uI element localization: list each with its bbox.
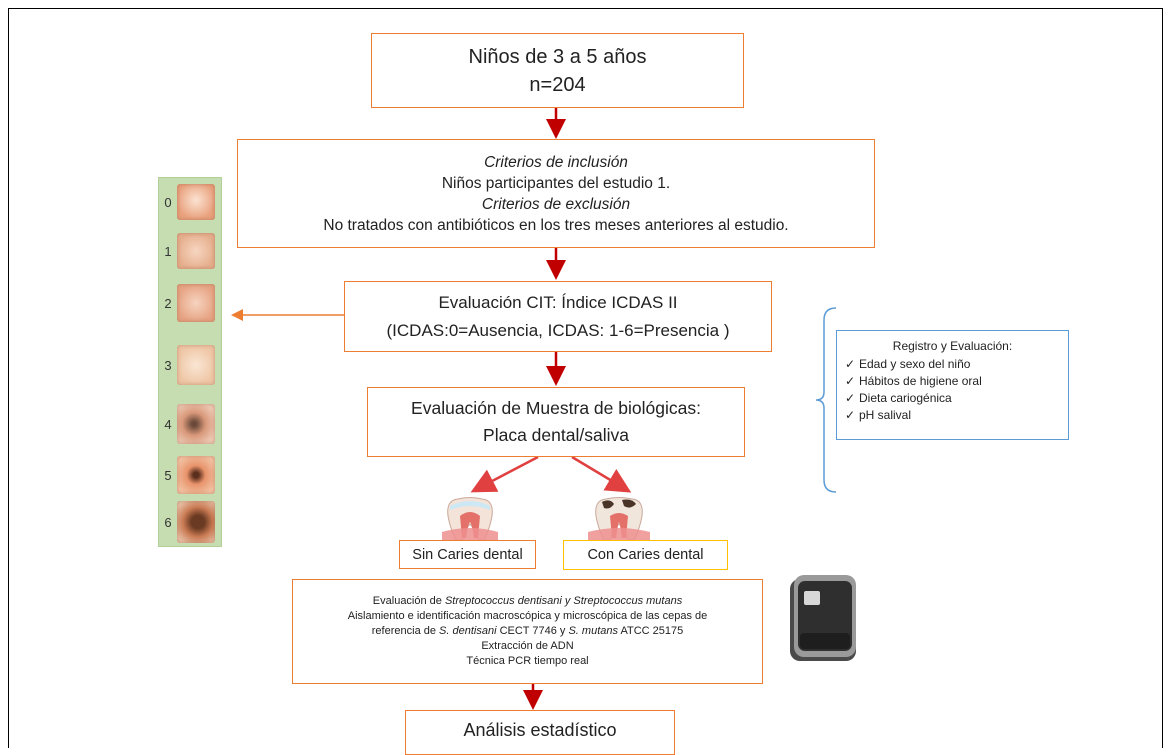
icdas-code-row: 5: [159, 454, 223, 496]
registro-box: Registro y Evaluación: ✓Edad y sexo del …: [836, 330, 1069, 440]
exclusion-text: No tratados con antibióticos en los tres…: [323, 216, 789, 234]
icdas-legend: (ICDAS:0=Ausencia, ICDAS: 1-6=Presencia …: [386, 320, 730, 340]
with-caries-label: Con Caries dental: [587, 547, 704, 563]
stats-label: Análisis estadístico: [463, 720, 617, 740]
icdas-code: 5: [164, 467, 172, 483]
icdas-code-row: 0: [159, 182, 223, 222]
tooth-photo-4: [177, 404, 215, 444]
with-caries-box: Con Caries dental: [563, 540, 728, 570]
criteria-box: Criterios de inclusión Niños participant…: [237, 139, 875, 248]
icdas-title: Evaluación CIT: Índice ICDAS II: [438, 292, 678, 312]
lab-line-5: Técnica PCR tiempo real: [466, 655, 589, 667]
check-icon: ✓: [845, 374, 856, 388]
check-icon: ✓: [845, 357, 856, 371]
lab-line-3-b: CECT 7746 y: [496, 625, 569, 637]
icdas-code: 2: [164, 295, 172, 311]
registro-item-label: Hábitos de higiene oral: [859, 374, 982, 388]
no-caries-label: Sin Caries dental: [412, 546, 523, 563]
icdas-photo-scale: 0 1 2 3 4 5 6: [158, 177, 222, 547]
icdas-code-row: 3: [159, 343, 223, 387]
icdas-code: 0: [164, 194, 172, 210]
registro-item: ✓pH salival: [837, 407, 1068, 424]
icdas-code-row: 6: [159, 500, 223, 544]
lab-line-1-prefix: Evaluación de: [372, 595, 445, 607]
check-icon: ✓: [845, 408, 856, 422]
lab-line-3-species-1: S. dentisani: [439, 625, 497, 637]
registro-item-label: pH salival: [859, 408, 912, 422]
tooth-photo-3: [177, 345, 215, 385]
arrow-4: [470, 455, 539, 493]
healthy-tooth-icon: [442, 497, 498, 542]
icdas-code: 6: [164, 514, 172, 530]
icdas-box: Evaluación CIT: Índice ICDAS II (ICDAS:0…: [344, 281, 772, 352]
lab-line-3-c: ATCC 25175: [618, 625, 684, 637]
inclusion-text: Niños participantes del estudio 1.: [441, 174, 671, 192]
caries-tooth-icon: [588, 497, 650, 542]
registro-item-label: Dieta cariogénica: [859, 391, 952, 405]
no-caries-box: Sin Caries dental: [399, 540, 536, 569]
lab-box: Evaluación de Streptococcus dentisani y …: [292, 579, 763, 684]
samples-title: Evaluación de Muestra de biológicas:: [411, 398, 701, 418]
study-group-label: Niños de 3 a 5 años: [468, 45, 647, 68]
check-icon: ✓: [845, 391, 856, 405]
tooth-photo-6: [177, 501, 215, 543]
lab-line-1-species: Streptococcus dentisani y Streptococcus …: [444, 595, 683, 607]
icdas-code-row: 2: [159, 282, 223, 324]
samples-type: Placa dental/saliva: [483, 425, 629, 445]
tooth-photo-0: [177, 184, 215, 220]
study-group-box: Niños de 3 a 5 años n=204: [371, 33, 744, 108]
tooth-photo-2: [177, 284, 215, 322]
registro-title: Registro y Evaluación:: [892, 339, 1013, 353]
icdas-code: 4: [164, 416, 172, 432]
lab-line-3: referencia de S. dentisani CECT 7746 y S…: [372, 624, 683, 639]
figure-frame: [8, 8, 1163, 748]
pcr-machine-icon: [790, 575, 856, 661]
sample-size: n=204: [529, 73, 586, 96]
inclusion-title: Criterios de inclusión: [484, 153, 628, 171]
tooth-photo-5: [177, 456, 215, 494]
lab-line-3-species-2: S. mutans: [568, 625, 618, 637]
lab-line-4: Extracción de ADN: [481, 640, 574, 652]
icdas-code: 3: [164, 357, 172, 373]
registro-item-label: Edad y sexo del niño: [859, 357, 971, 371]
exclusion-title: Criterios de exclusión: [481, 195, 631, 213]
registro-item: ✓Hábitos de higiene oral: [837, 373, 1068, 390]
bracket: [815, 307, 837, 493]
samples-box: Evaluación de Muestra de biológicas: Pla…: [367, 387, 745, 457]
icdas-code: 1: [164, 243, 172, 259]
icdas-code-row: 1: [159, 231, 223, 271]
lab-line-3-a: referencia de: [371, 625, 440, 637]
arrow-5: [571, 455, 632, 493]
icdas-code-row: 4: [159, 402, 223, 446]
lab-line-2: Aislamiento e identificación macroscópic…: [347, 610, 708, 622]
tooth-photo-1: [177, 233, 215, 269]
lab-line-1: Evaluación de Streptococcus dentisani y …: [373, 594, 682, 609]
registro-item: ✓Edad y sexo del niño: [837, 356, 1068, 373]
registro-item: ✓Dieta cariogénica: [837, 390, 1068, 407]
stats-box: Análisis estadístico: [405, 710, 675, 755]
